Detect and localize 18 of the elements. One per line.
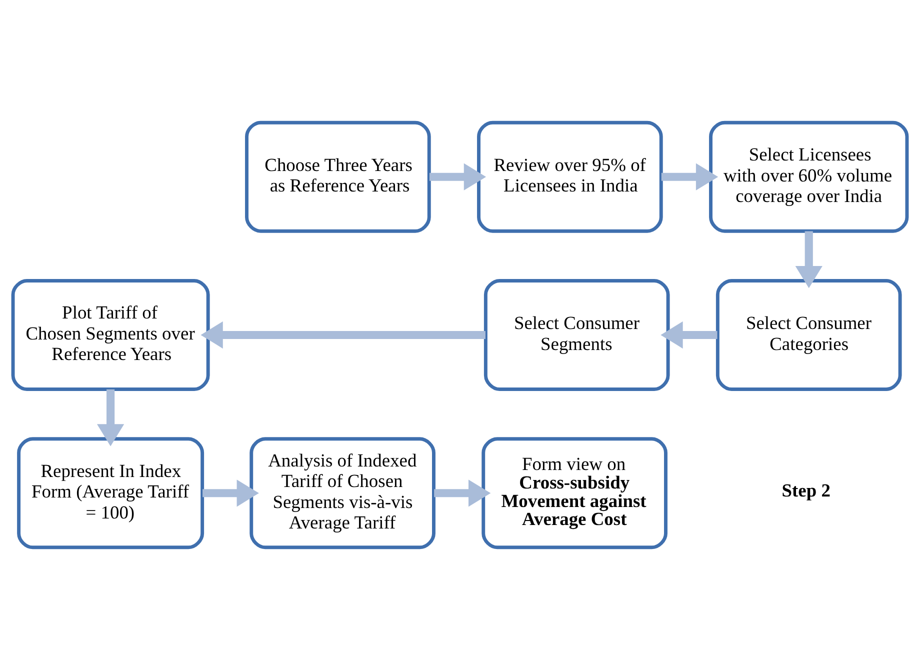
node-box: Analysis of Indexed Tariff of Chosen Segments vis-à-vis Average Tariff xyxy=(250,437,436,550)
arrow xyxy=(434,480,491,507)
node-box: Select Consumer Categories xyxy=(716,279,902,391)
arrow xyxy=(200,321,486,349)
arrow xyxy=(661,163,718,190)
node-box: Review over 95% of Licensees in India xyxy=(477,120,663,233)
arrow xyxy=(660,321,718,349)
node-box: Form view on Cross-subsidy Movement against Average Cost xyxy=(482,437,668,550)
node-box: Select Consumer Segments xyxy=(484,279,670,391)
node-box: Select Licensees with over 60% volume coverage over India xyxy=(709,120,909,233)
node-box: Choose Three Years as Reference Years xyxy=(245,120,431,233)
arrow xyxy=(795,231,822,288)
arrow xyxy=(96,389,124,446)
node-box: Plot Tariff of Chosen Segments over Reference Years xyxy=(11,279,210,391)
arrow xyxy=(202,480,259,507)
label: Step 2 xyxy=(782,480,830,500)
node-box: Represent In Index Form (Average Tariff = 100) xyxy=(17,437,204,550)
arrow xyxy=(429,163,486,190)
